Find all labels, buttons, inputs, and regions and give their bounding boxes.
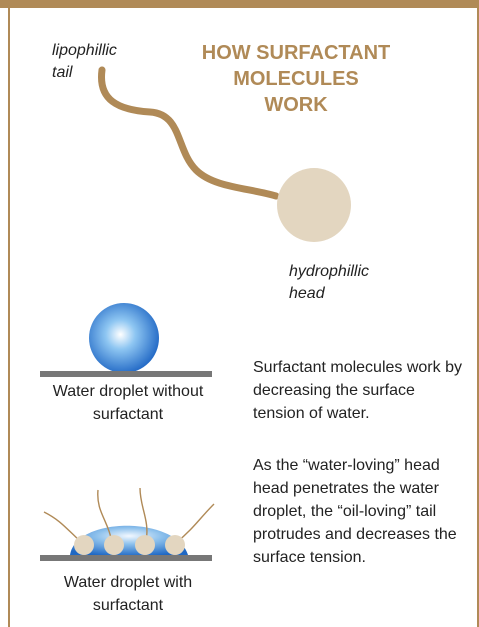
- ground-line-bottom: [40, 555, 212, 561]
- caption-without-line-1: Water droplet without: [30, 380, 226, 403]
- surfactant-tail-4: [176, 504, 214, 543]
- surfactant-head-1: [74, 535, 94, 555]
- title-line-2: MOLECULES: [196, 66, 396, 92]
- head-label: hydrophillic head: [289, 261, 369, 305]
- tail-label-line-2: tail: [52, 62, 117, 84]
- surfactant-head-4: [165, 535, 185, 555]
- explanation-paragraph-1: Surfactant molecules work by decreasing …: [253, 356, 468, 425]
- water-droplet-sphere: [89, 303, 159, 373]
- tail-label-line-1: lipophillic: [52, 40, 117, 62]
- caption-with-line-2: surfactant: [30, 594, 226, 617]
- ground-line-top: [40, 371, 212, 377]
- title-line-3: WORK: [196, 92, 396, 118]
- diagram-title: HOW SURFACTANT MOLECULES WORK: [196, 40, 396, 118]
- head-label-line-2: head: [289, 283, 369, 305]
- caption-with-surfactant: Water droplet with surfactant: [30, 571, 226, 617]
- surfactant-head-2: [104, 535, 124, 555]
- head-label-line-1: hydrophillic: [289, 261, 369, 283]
- hydrophilic-head: [277, 168, 351, 242]
- surfactant-tail-1: [44, 512, 82, 543]
- caption-without-surfactant: Water droplet without surfactant: [30, 380, 226, 426]
- title-line-1: HOW SURFACTANT: [196, 40, 396, 66]
- surfactant-head-3: [135, 535, 155, 555]
- tail-label: lipophillic tail: [52, 40, 117, 84]
- caption-with-line-1: Water droplet with: [30, 571, 226, 594]
- explanation-paragraph-2: As the “water-loving” head head penetrat…: [253, 454, 468, 569]
- caption-without-line-2: surfactant: [30, 403, 226, 426]
